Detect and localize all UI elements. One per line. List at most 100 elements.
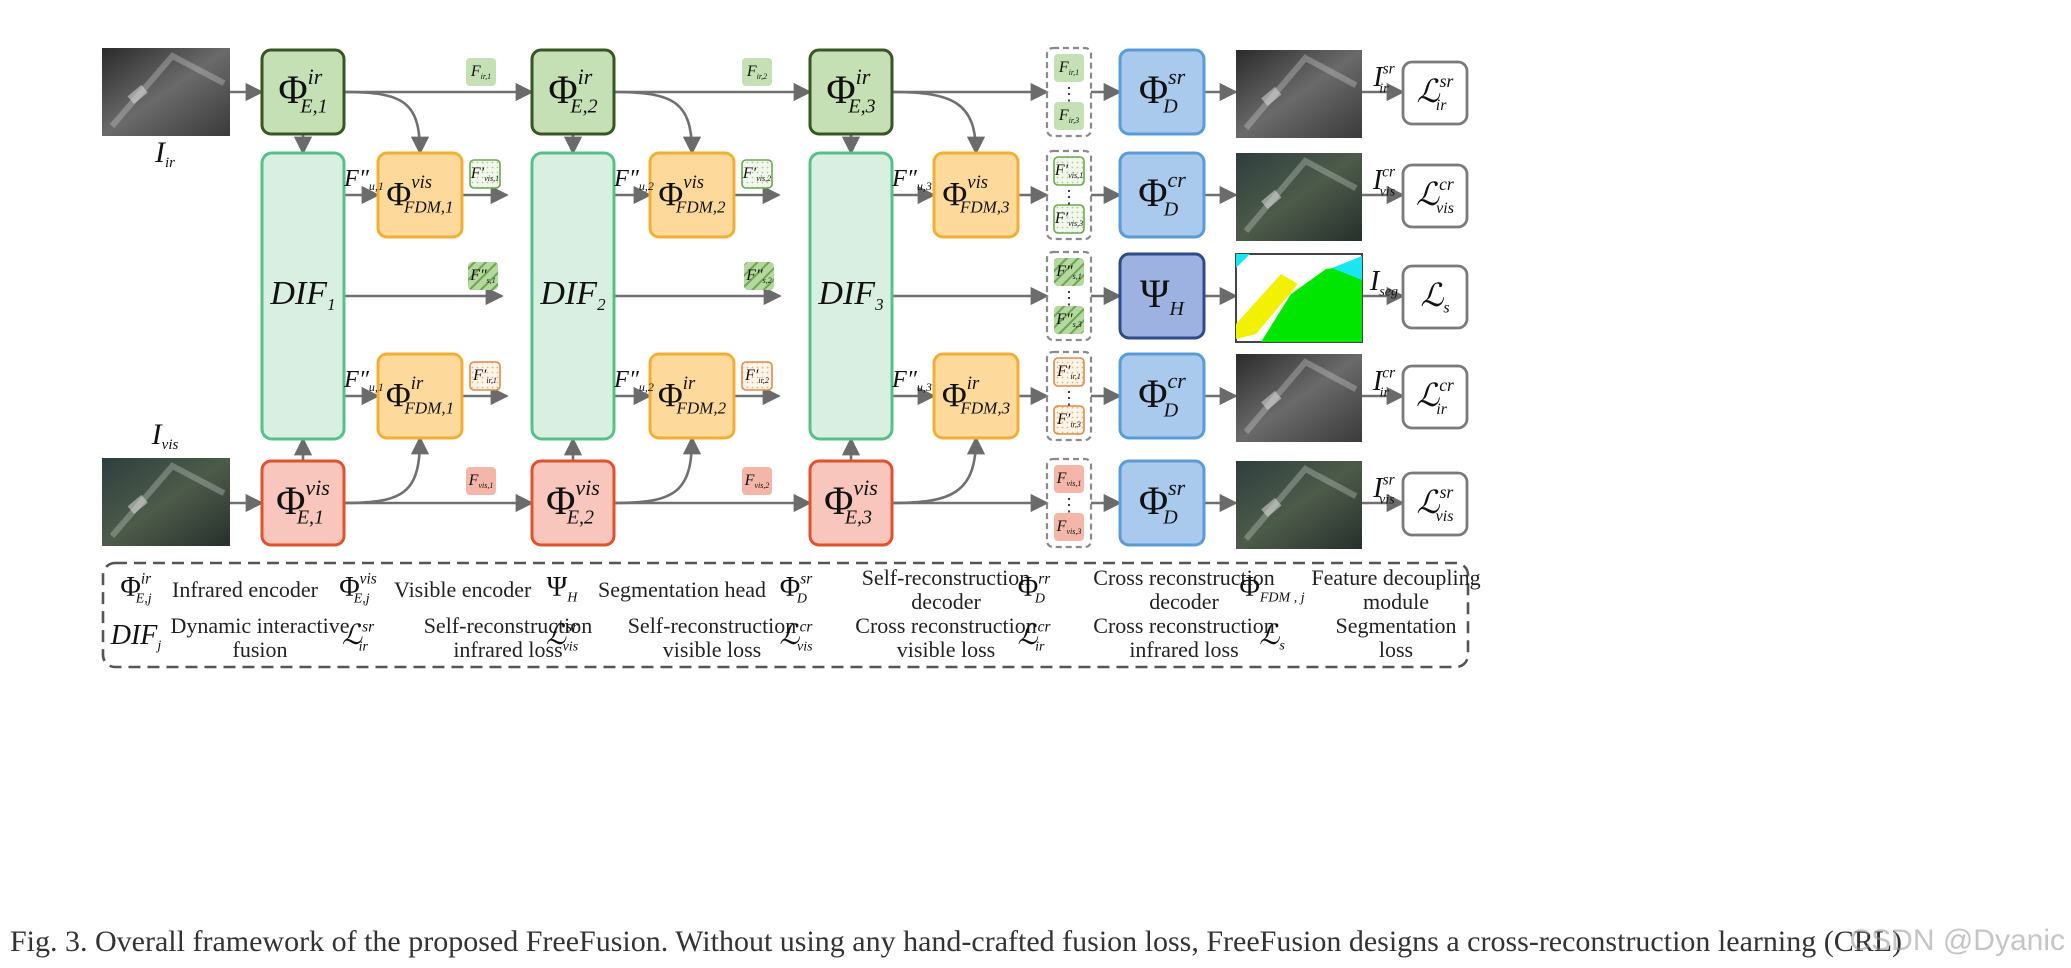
legend-r2-item-6-symbol: ℒs <box>1259 620 1285 653</box>
feature-stack-2-bottom <box>1053 204 1085 234</box>
svg-text:Fir,1: Fir,1 <box>470 63 491 81</box>
svg-text:F″u,3: F″u,3 <box>891 367 932 394</box>
loss-box-3 <box>1401 264 1469 330</box>
svg-text:DIF2: DIF2 <box>539 275 606 314</box>
feature-vis-prime-2 <box>741 159 773 189</box>
vis-input-label: Ivis <box>151 418 179 454</box>
svg-text:Iir: Iir <box>154 136 175 172</box>
legend-r1-item-6-desc-2: module <box>1363 589 1429 614</box>
loss-box-2 <box>1401 163 1469 229</box>
feature-stack-3-bottom <box>1054 306 1084 334</box>
feature-ir-1-label: Fir,1 <box>470 63 491 81</box>
vis-encoder-1 <box>260 459 346 547</box>
feature-stack-1 <box>1045 46 1093 138</box>
legend-r2-item-5-desc-2: infrared loss <box>1129 637 1238 662</box>
ir-fdm-2 <box>648 352 736 440</box>
feature-stack-1-bottom-label: Fir,3 <box>1058 107 1079 125</box>
legend-r2-item-5-desc-1: Cross reconstruction <box>1093 613 1274 638</box>
feature-vis-2 <box>742 467 772 495</box>
output-image-2 <box>1236 153 1362 241</box>
legend-r1-item-4-desc-1: Self-reconstruction <box>862 565 1031 590</box>
feature-stack-2 <box>1045 149 1093 241</box>
legend-r2-item-1-desc-2: fusion <box>233 637 288 662</box>
legend-r2-item-1-symbol: DIFj <box>110 620 162 653</box>
legend-r1-item-6-symbol: ΦFDM , j <box>1239 572 1304 605</box>
svg-text:F′ir,2: F′ir,2 <box>744 367 769 385</box>
ir-input-image <box>102 48 230 136</box>
legend-r2-item-6-desc-1: Segmentation <box>1336 613 1457 638</box>
legend-r1-item-5-desc-1: Cross reconstruction <box>1093 565 1274 590</box>
legend-r1-item-5-desc-2: decoder <box>1149 589 1219 614</box>
svg-text:F″u,1: F″u,1 <box>343 367 384 394</box>
feature-stack-1-top <box>1054 54 1084 82</box>
legend-r1-item-3-symbol: ΨH <box>547 572 579 605</box>
feature-stack-2-top <box>1053 156 1085 186</box>
decoder-4 <box>1118 352 1206 440</box>
legend-r2-item-4-desc-2: visible loss <box>897 637 995 662</box>
feature-stack-5-bottom-label: Fvis,3 <box>1056 518 1082 536</box>
feature-stack-3-bottom-label: F″s,3 <box>1055 311 1082 329</box>
feature-vis-prime-2-label: F′vis,2 <box>742 165 771 183</box>
svg-text:F″s,3: F″s,3 <box>1055 311 1082 329</box>
svg-text:Iseg: Iseg <box>1369 266 1398 299</box>
legend-r2-item-3-desc-2: visible loss <box>663 637 761 662</box>
loss-box-4 <box>1401 364 1469 430</box>
feature-ir-prime-1 <box>469 361 501 391</box>
svg-text:DIF3: DIF3 <box>817 275 883 314</box>
ir-encoder-1 <box>260 48 346 136</box>
feature-ir-2 <box>742 58 772 86</box>
svg-text:F″u,1: F″u,1 <box>343 166 384 193</box>
feature-stack-1-dots: ⋮ <box>1060 84 1078 104</box>
feature-stack-5-top-label: Fvis,1 <box>1056 470 1082 488</box>
segmentation-head-label: ΨH <box>1140 271 1186 319</box>
feature-vis-1-label: Fvis,1 <box>468 472 494 490</box>
vis-encoder-2 <box>530 459 616 547</box>
feature-stack-5 <box>1045 457 1093 549</box>
feature-stack-5-dots: ⋮ <box>1060 495 1078 515</box>
svg-text:F′vis,2: F′vis,2 <box>742 165 771 183</box>
ir-encoder-2 <box>530 48 616 136</box>
svg-text:F′vis,1: F′vis,1 <box>1054 162 1083 180</box>
svg-text:F′ir,1: F′ir,1 <box>472 367 497 385</box>
watermark: CSDN @Dyanic <box>1849 924 2066 957</box>
svg-text:ΦFDM , j: ΦFDM , j <box>1239 572 1304 605</box>
feature-stack-5-bottom <box>1054 513 1084 541</box>
legend-r1-item-6-desc-1: Feature decoupling <box>1311 565 1480 590</box>
feature-shared-1-label: F″s,1 <box>469 267 496 285</box>
feature-stack-4-bottom <box>1053 405 1085 435</box>
svg-text:F″s,2: F″s,2 <box>745 267 772 285</box>
